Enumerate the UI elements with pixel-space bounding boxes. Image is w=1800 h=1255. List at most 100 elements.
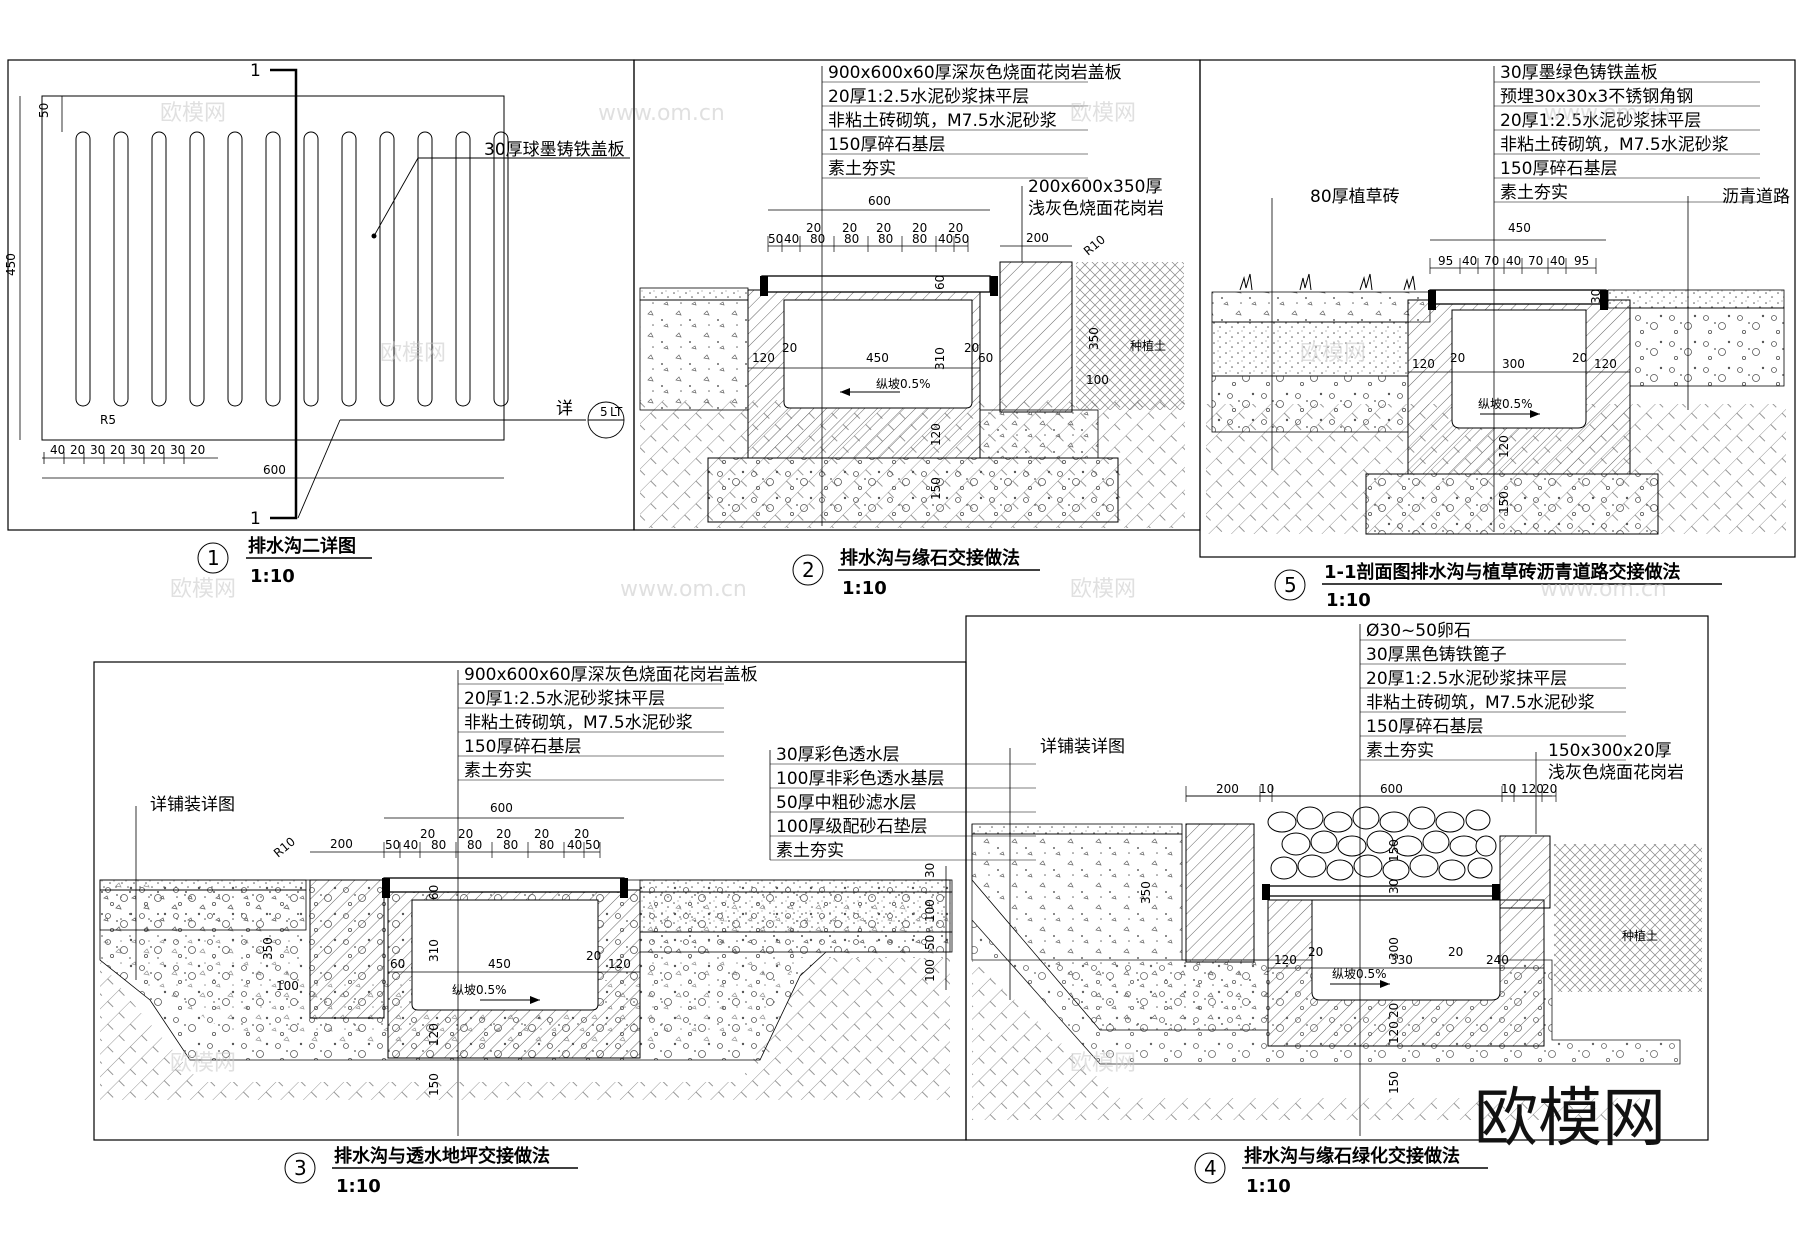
detail-4-frame: [965, 615, 1709, 1141]
svg-text:120: 120: [752, 351, 775, 365]
grate-slot: [151, 131, 167, 407]
grate-slot: [303, 131, 319, 407]
grate-slot: [189, 131, 205, 407]
paving-ref-label: 详铺装详图: [1040, 737, 1125, 757]
svg-text:120: 120: [1274, 953, 1297, 967]
svg-text:150: 150: [427, 1073, 441, 1096]
detail-3-scale: 1:10: [336, 1176, 381, 1197]
grate-slot: [417, 131, 433, 407]
soil-label: 种植土: [1622, 928, 1658, 943]
curb-label-1: 150x300x20厚: [1548, 741, 1672, 761]
dim-mid: 50: [954, 232, 969, 246]
edge-curb: [1185, 823, 1255, 963]
curb-label-1: 200x600x350厚: [1028, 177, 1162, 197]
svg-text:120: 120: [1594, 357, 1617, 371]
svg-text:www.om.cn: www.om.cn: [1540, 577, 1667, 602]
svg-text:150: 150: [1387, 1071, 1401, 1094]
detail-3-title-block: 3 排水沟与透水地坪交接做法 1:10: [284, 1145, 578, 1197]
detail-ref-label: 详: [556, 399, 573, 419]
svg-text:100: 100: [923, 959, 937, 982]
layer-label-1: 20厚1:2.5水泥砂浆抹平层: [464, 689, 665, 709]
grate-outline: [41, 95, 505, 441]
svg-text:310: 310: [427, 939, 441, 962]
svg-text:200: 200: [1026, 231, 1049, 245]
dim-row: 40: [1506, 254, 1521, 268]
svg-text:20: 20: [1448, 945, 1463, 959]
pebble: [1465, 809, 1491, 831]
pebble: [1297, 854, 1327, 878]
pebble: [1352, 806, 1380, 830]
layer-label-5: 素土夯实: [1500, 183, 1568, 203]
asphalt-surface: [1607, 289, 1785, 309]
dim-top: 20: [806, 221, 821, 235]
svg-text:300: 300: [1387, 937, 1401, 960]
slope-label: 纵坡0.5%: [876, 377, 931, 391]
svg-text:120: 120: [608, 957, 631, 971]
detail-4-title: 排水沟与缘石绿化交接做法: [1244, 1145, 1460, 1167]
svg-text:150: 150: [1387, 839, 1401, 862]
cover-slab: [761, 275, 991, 293]
pebble: [1337, 835, 1367, 857]
svg-text:欧模网: 欧模网: [170, 577, 236, 602]
dim-bottom: 30: [130, 443, 145, 457]
dim-bottom: 30: [90, 443, 105, 457]
planting-soil: [1076, 262, 1184, 410]
grate-slot: [455, 131, 471, 407]
planting-soil: [1554, 844, 1702, 992]
dim-mid: 50: [385, 838, 400, 852]
layer-label-0: 900x600x60厚深灰色烧面花岗岩盖板: [464, 665, 758, 685]
layer-label-2: 20厚1:2.5水泥砂浆抹平层: [1500, 111, 1701, 131]
svg-text:欧模网: 欧模网: [1070, 101, 1136, 126]
svg-text:LT: LT: [610, 405, 623, 419]
dim-total: 450: [1508, 221, 1531, 235]
svg-text:欧模网: 欧模网: [380, 341, 446, 366]
pebble: [1409, 854, 1439, 878]
dim-top: 20: [420, 827, 435, 841]
pebble: [1393, 835, 1423, 857]
dim-mid: 80: [431, 838, 446, 852]
layer-label-2: 20厚1:2.5水泥砂浆抹平层: [1366, 669, 1567, 689]
detail-1-scale: 1:10: [250, 566, 295, 587]
svg-text:www.om.cn: www.om.cn: [1544, 101, 1671, 126]
layer-label-4: 素土夯实: [828, 159, 896, 179]
watermarks: 欧模网 www.om.cn 欧模网 www.om.cn 欧模网 欧模网 欧模网 …: [160, 101, 1671, 1076]
dim-top: 20: [842, 221, 857, 235]
dim-top: 20: [458, 827, 473, 841]
pebble: [1435, 811, 1465, 833]
svg-text:350: 350: [1087, 327, 1101, 350]
svg-text:300: 300: [1502, 357, 1525, 371]
detail-5-scale: 1:10: [1326, 590, 1371, 611]
layer-labels: 900x600x60厚深灰色烧面花岗岩盖板20厚1:2.5水泥砂浆抹平层非粘土砖…: [458, 665, 758, 781]
dim-mid: 80: [539, 838, 554, 852]
channel-void: [1311, 899, 1501, 1001]
layer-labels: 900x600x60厚深灰色烧面花岗岩盖板20厚1:2.5水泥砂浆抹平层非粘土砖…: [822, 63, 1122, 179]
pebble: [1467, 857, 1493, 879]
curb-label-2: 浅灰色烧面花岗岩: [1548, 763, 1684, 783]
soil-label: 种植土: [1130, 338, 1166, 353]
layer-label-3: 150厚碎石基层: [828, 135, 945, 155]
dim-total: 600: [868, 194, 891, 208]
granite-curb: [999, 261, 1073, 413]
pebble: [1438, 859, 1466, 881]
curb-label-2: 浅灰色烧面花岗岩: [1028, 199, 1164, 219]
detail-3-number: 3: [294, 1156, 307, 1180]
dim-mid: 40: [938, 232, 953, 246]
pebble: [1379, 811, 1409, 833]
dim-top: 20: [1542, 782, 1557, 796]
dim-bottom: 20: [110, 443, 125, 457]
callout-dot: [371, 233, 377, 239]
layer-label-3: 非粘土砖砌筑，M7.5水泥砂浆: [1500, 135, 1729, 155]
detail-2-number: 2: [802, 558, 815, 582]
pebble: [1310, 830, 1338, 854]
dim-top: 50: [37, 103, 51, 118]
pebble: [1449, 835, 1479, 857]
layer-label-3: 150厚碎石基层: [464, 737, 581, 757]
svg-text:20: 20: [1308, 945, 1323, 959]
pebble: [1281, 832, 1311, 856]
detail-1-title-block: 1 排水沟二详图 1:10: [197, 535, 372, 587]
channel-void: [1451, 309, 1587, 429]
